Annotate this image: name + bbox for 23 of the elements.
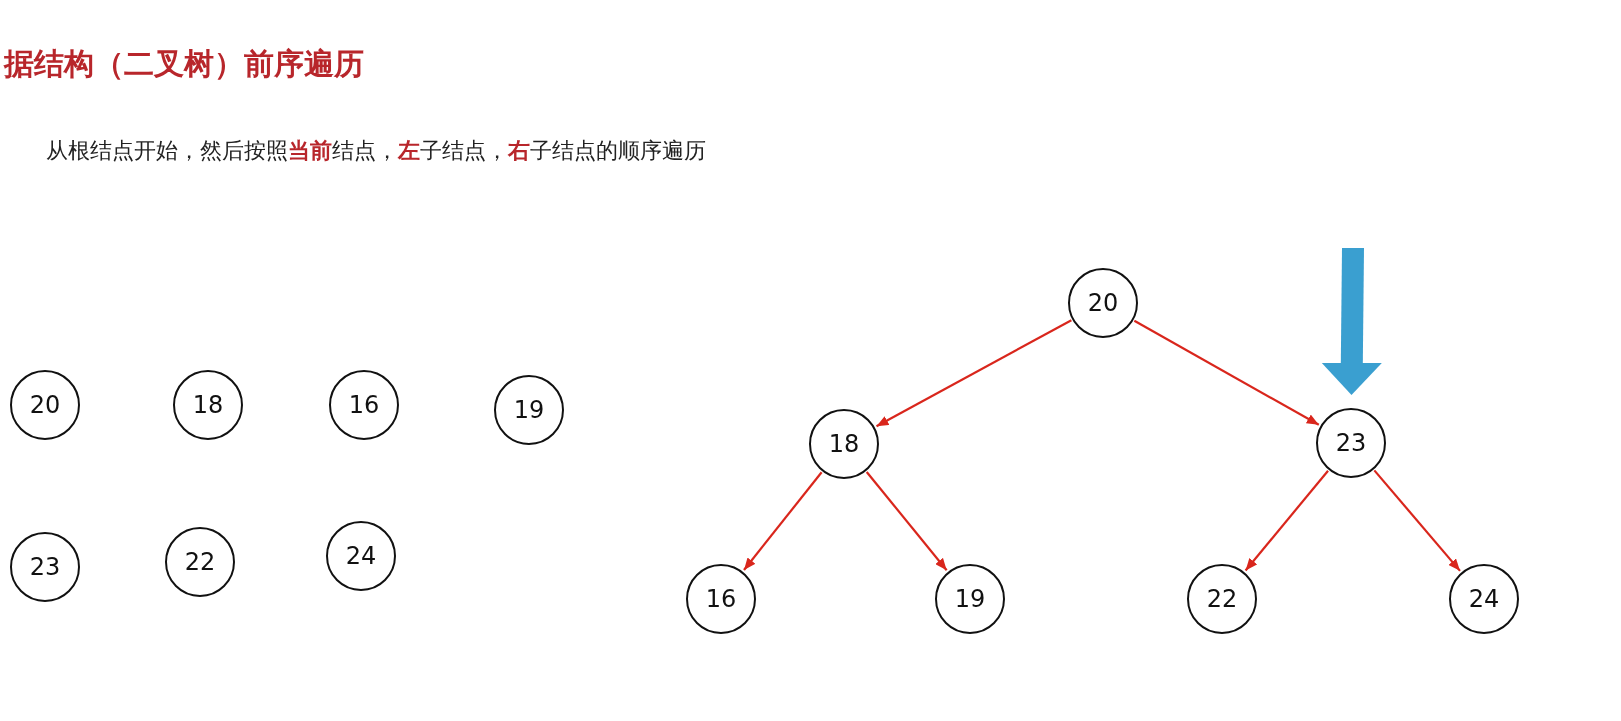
node-number: 16 xyxy=(705,587,737,611)
arrow xyxy=(1133,319,1320,426)
pointer-arrow xyxy=(1321,247,1382,395)
node-number: 18 xyxy=(828,432,860,456)
node-number: 20 xyxy=(1087,291,1119,315)
node-number: 16 xyxy=(348,393,380,417)
node-number: 24 xyxy=(1468,587,1500,611)
node-number: 19 xyxy=(513,398,545,422)
arrow xyxy=(1373,469,1461,572)
arrow xyxy=(875,319,1072,428)
instruction-text: 从根结点开始，然后按照当前结点，左子结点，右子结点的顺序遍历 xyxy=(46,137,706,165)
node-number: 23 xyxy=(1335,431,1367,455)
node-number: 19 xyxy=(954,587,986,611)
title: 据结构（二叉树）前序遍历 xyxy=(4,45,364,83)
node-number: 22 xyxy=(184,550,216,574)
arrow xyxy=(1244,470,1329,572)
node-number: 20 xyxy=(29,393,61,417)
node-number: 23 xyxy=(29,555,61,579)
node-number: 22 xyxy=(1206,587,1238,611)
arrow xyxy=(865,471,948,571)
arrow xyxy=(743,471,823,571)
node-number: 24 xyxy=(345,544,377,568)
node-number: 18 xyxy=(192,393,224,417)
